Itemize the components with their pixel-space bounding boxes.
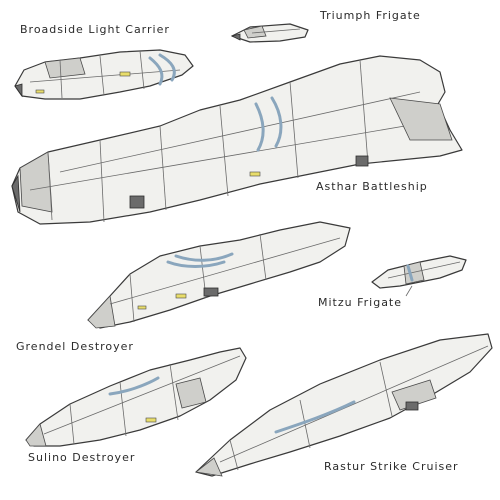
asthar-battleship-ship [11, 55, 463, 225]
broadside-light-carrier-ship [14, 49, 194, 100]
mitzu-frigate-ship [371, 255, 467, 297]
sulino-destroyer-label: Sulino Destroyer [28, 451, 136, 464]
grendel-destroyer-ship [87, 221, 351, 329]
asthar-battleship-label: Asthar Battleship [316, 180, 428, 193]
triumph-frigate-ship [230, 23, 309, 43]
grendel-destroyer-label: Grendel Destroyer [16, 340, 134, 353]
sulino-destroyer-ship [25, 347, 247, 447]
mitzu-frigate-label: Mitzu Frigate [318, 296, 403, 309]
rastur-strike-cruiser-ship [195, 333, 493, 477]
broadside-light-carrier-label: Broadside Light Carrier [20, 23, 170, 36]
rastur-strike-cruiser-label: Rastur Strike Cruiser [324, 460, 459, 473]
triumph-frigate-label: Triumph Frigate [320, 9, 421, 22]
